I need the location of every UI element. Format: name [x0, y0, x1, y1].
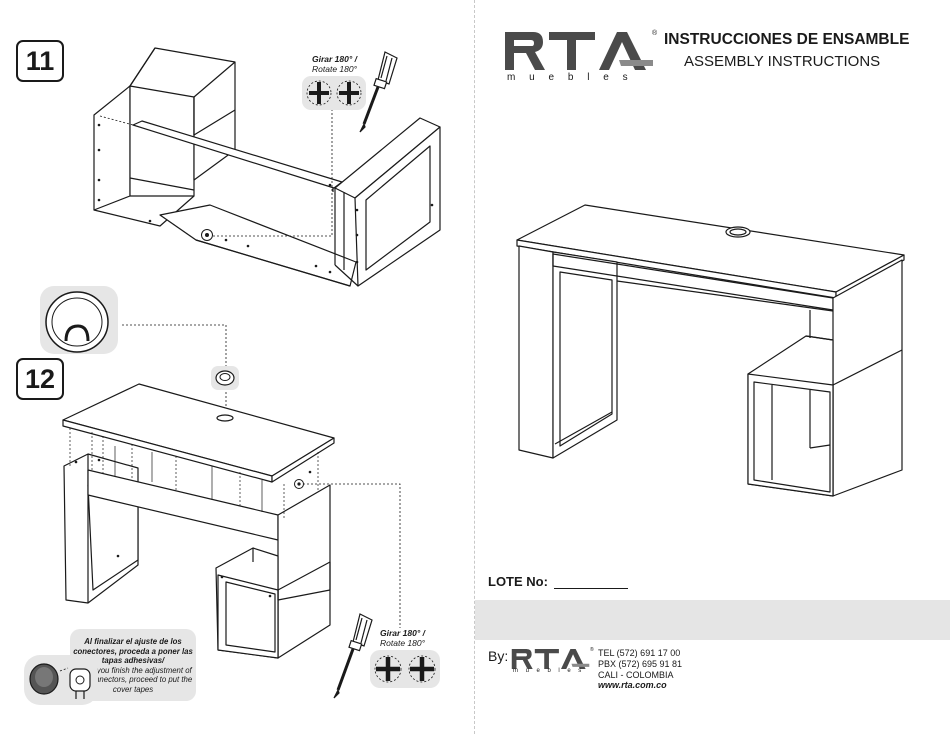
contact-info: TEL (572) 691 17 00 PBX (572) 695 91 81 … — [598, 648, 682, 691]
step-12-rotate-label: Girar 180° /Rotate 180° — [380, 628, 425, 648]
step-12-illustration — [62, 383, 335, 659]
step-11-illustration — [93, 47, 441, 287]
title-spanish: INSTRUCCIONES DE ENSAMBLE — [664, 31, 910, 48]
grey-band — [475, 600, 950, 640]
lot-number-blank — [553, 576, 628, 589]
step-11-badge: 11 — [16, 40, 64, 82]
footer-logo-subtitle: muebles — [513, 668, 589, 674]
grommet-cap-detail — [40, 286, 118, 354]
contact-tel: TEL (572) 691 17 00 — [598, 648, 681, 658]
registered-mark: ® — [652, 30, 658, 37]
grommet-guide-line — [122, 324, 401, 628]
rta-logo-mark — [505, 32, 653, 70]
brand-subtitle: muebles — [507, 72, 642, 83]
footer-registered-mark: ® — [590, 647, 594, 653]
title-english: ASSEMBLY INSTRUCTIONS — [684, 53, 881, 70]
step-12-rotate-icon — [370, 650, 440, 688]
contact-city: CALI - COLOMBIA — [598, 669, 674, 680]
screwdriver-icon — [359, 51, 398, 133]
footer-rta-logo-mark — [511, 649, 590, 669]
cover-tape-note: Al finalizar el ajuste de los conectores… — [70, 629, 196, 701]
cover-cap-icon — [24, 655, 98, 705]
by-label: By: — [488, 648, 509, 664]
note-text-en: When you finish the adjustment of the co… — [73, 665, 193, 694]
contact-pbx: PBX (572) 695 91 81 — [598, 658, 683, 669]
step-12-badge: 12 — [16, 358, 64, 400]
screwdriver-icon-2 — [333, 613, 373, 699]
contact-website[interactable]: www.rta.com.co — [598, 680, 667, 691]
lot-number-field: LOTE No: — [488, 574, 628, 589]
fold-divider — [474, 0, 475, 734]
lot-number-label: LOTE No: — [488, 574, 548, 589]
step-11-rotate-icon — [302, 76, 366, 110]
grommet-small-icon — [211, 366, 239, 390]
step-11-rotate-label: Girar 180° /Rotate 180° — [312, 54, 357, 74]
note-text-es: Al finalizar el ajuste de los conectores… — [73, 637, 193, 665]
